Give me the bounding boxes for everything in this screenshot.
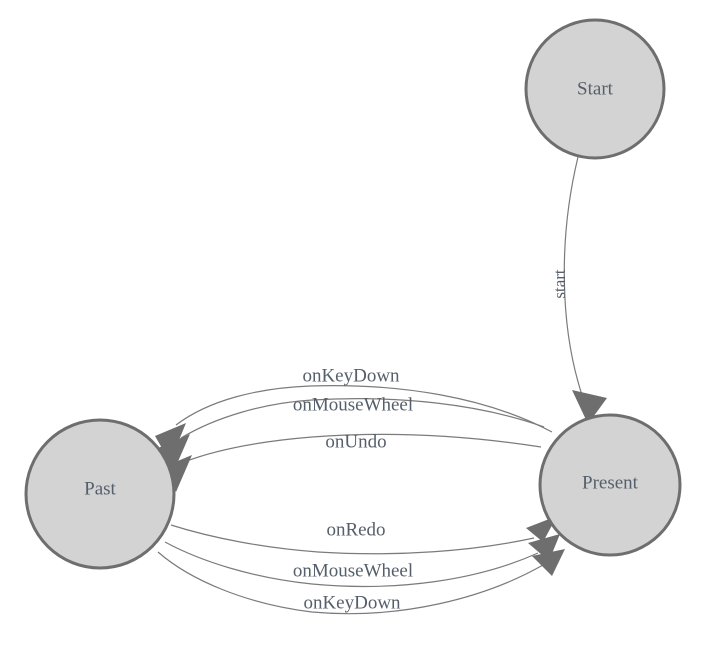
node-start[interactable]: Start	[524, 18, 666, 160]
edge-start-present-path	[563, 156, 584, 399]
node-past-label: Past	[84, 478, 116, 499]
node-present-circle	[538, 413, 682, 557]
edge-past-present-onredo-path	[170, 524, 535, 555]
edge-present-past-onkeydown-arrowhead	[155, 423, 186, 462]
node-past-circle	[24, 418, 176, 570]
edge-label-present-past-onmousewheel: onMouseWheel	[293, 394, 413, 415]
edge-label-past-present-onredo: onRedo	[326, 519, 385, 540]
node-present[interactable]: Present	[538, 413, 682, 557]
node-present-label: Present	[582, 472, 639, 493]
edge-past-present-onkeydown-path	[157, 551, 544, 615]
edge-label-present-past-onundo: onUndo	[325, 431, 386, 452]
node-past[interactable]: Past	[24, 418, 176, 570]
edge-past-present-onmousewheel-path	[164, 541, 539, 588]
node-start-label: Start	[577, 78, 614, 99]
edge-present-past-onundo-arrowhead	[161, 455, 192, 492]
edge-present-past-onkeydown[interactable]	[155, 385, 553, 462]
node-start-circle	[524, 18, 666, 160]
edge-present-past-onmousewheel-arrowhead	[158, 434, 190, 473]
edge-past-present-onkeydown[interactable]	[157, 549, 565, 615]
edge-present-past-onmousewheel[interactable]	[158, 398, 545, 473]
edge-label-start: start	[550, 269, 569, 299]
edge-present-past-onkeydown-path	[175, 385, 553, 433]
edge-start-present[interactable]	[563, 156, 607, 424]
edge-label-past-present-onmousewheel: onMouseWheel	[293, 560, 413, 581]
edge-present-past-onundo[interactable]	[161, 433, 542, 492]
edge-past-present-onmousewheel-arrowhead	[528, 534, 560, 561]
edge-label-present-past-onkeydown: onKeyDown	[302, 365, 400, 386]
edge-present-past-onundo-path	[183, 433, 542, 463]
edge-present-past-onmousewheel-path	[180, 398, 545, 439]
edge-label-past-present-onkeydown: onKeyDown	[303, 592, 401, 613]
edge-past-present-onkeydown-arrowhead	[532, 549, 565, 576]
edge-start-present-arrowhead	[572, 390, 607, 424]
edge-past-present-onmousewheel[interactable]	[164, 534, 560, 588]
